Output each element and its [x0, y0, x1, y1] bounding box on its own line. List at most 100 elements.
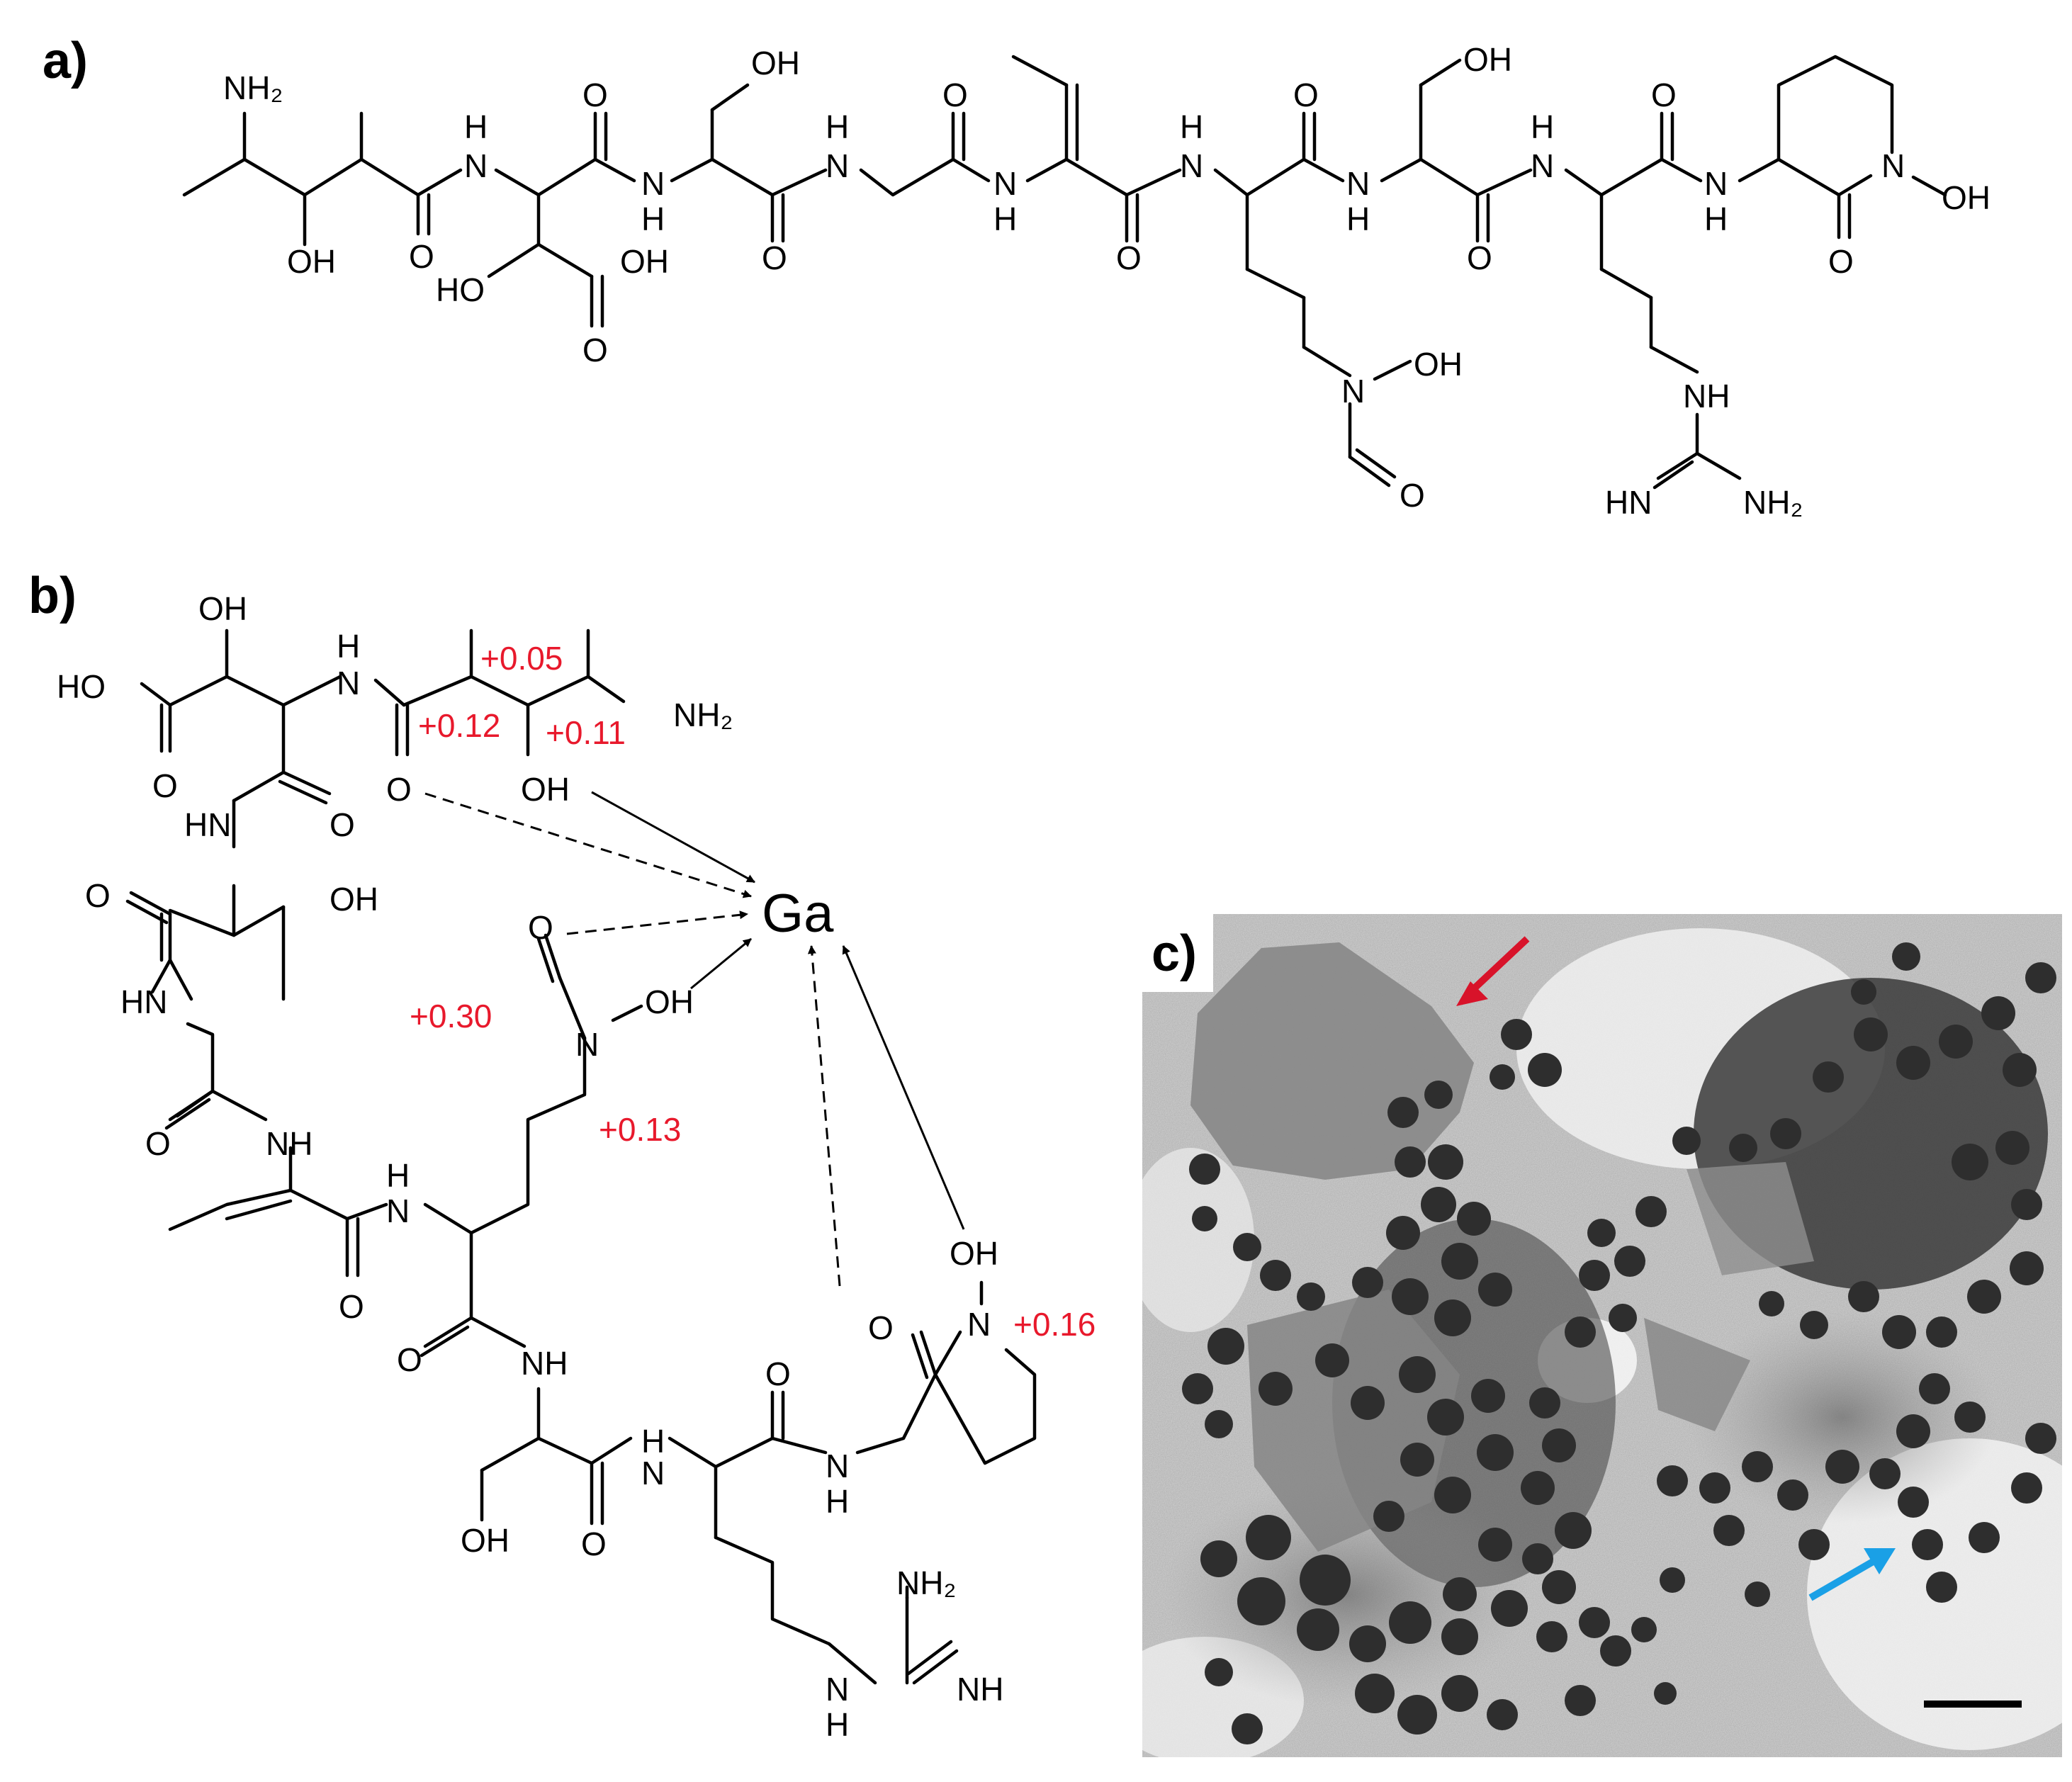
- panel-a-atom-labels: NH₂ OH O H N O HO OH O N H OH O H N O N …: [223, 41, 1991, 521]
- atom-label: NH: [266, 1125, 313, 1162]
- atom-label: NH₂: [1743, 484, 1803, 521]
- scale-bar: [1924, 1701, 2022, 1708]
- atom-label: O: [762, 239, 787, 276]
- blue-arrow-head: [1864, 1548, 1896, 1574]
- atom-label: O: [397, 1341, 422, 1378]
- atom-label: NH: [1683, 378, 1730, 415]
- atom-label: OH: [198, 590, 247, 627]
- partial-charge-label: +0.11: [546, 714, 626, 751]
- atom-label: O: [528, 909, 553, 946]
- panel-b-structure: [125, 628, 1037, 1685]
- atom-label: HN: [184, 806, 231, 843]
- atom-label: H: [1346, 201, 1370, 237]
- atom-label: H: [337, 628, 360, 665]
- panel-c: c): [1142, 914, 2062, 1757]
- atom-label: H: [993, 201, 1017, 237]
- atom-label: HN: [120, 983, 167, 1020]
- nanoparticles: [1182, 942, 2056, 1744]
- atom-label: OH: [620, 243, 669, 280]
- atom-label: OH: [751, 45, 800, 81]
- atom-label: O: [1116, 239, 1142, 276]
- atom-label: N: [464, 147, 488, 184]
- atom-label: N: [575, 1026, 599, 1063]
- atom-label: O: [765, 1355, 791, 1392]
- red-arrow-head: [1456, 981, 1488, 1006]
- atom-label: N: [1531, 147, 1554, 184]
- panel-a-label: a): [43, 33, 88, 89]
- atom-label: O: [145, 1125, 171, 1162]
- atom-label: O: [85, 877, 111, 914]
- atom-label: O: [330, 806, 355, 843]
- atom-label: O: [1828, 243, 1854, 280]
- partial-charge-label: +0.05: [480, 640, 563, 677]
- atom-label: NH: [957, 1671, 1003, 1708]
- partial-charge-label: +0.13: [599, 1111, 681, 1148]
- atom-label: OH: [950, 1235, 998, 1272]
- atom-label: N: [641, 1455, 665, 1491]
- coordination-arrow-solid: [690, 937, 752, 990]
- atom-label: N: [1881, 147, 1905, 184]
- atom-label: N: [641, 165, 665, 202]
- atom-label: H: [826, 108, 849, 145]
- atom-label: OH: [330, 881, 378, 918]
- atom-label: O: [581, 1526, 607, 1562]
- panel-a: a): [43, 33, 1991, 521]
- partial-charge-label: +0.16: [1013, 1306, 1096, 1343]
- atom-label: HO: [57, 668, 106, 705]
- atom-label: O: [1651, 77, 1677, 113]
- atom-label: H: [1180, 108, 1203, 145]
- atom-label: O: [1293, 77, 1319, 113]
- gallium-label: Ga: [762, 884, 834, 944]
- red-arrow: [1468, 936, 1530, 995]
- coordination-arrow-dashed: [566, 910, 748, 935]
- atom-label: N: [1704, 165, 1728, 202]
- atom-label: OH: [1942, 179, 1991, 216]
- atom-label: N: [1180, 147, 1203, 184]
- atom-label: H: [1704, 201, 1728, 237]
- atom-label: H: [826, 1706, 849, 1743]
- atom-label: N: [826, 1448, 849, 1484]
- atom-label: H: [386, 1157, 410, 1194]
- partial-charges: +0.05 +0.12 +0.11 +0.30 +0.13 +0.16: [410, 640, 1096, 1343]
- partial-charge-label: +0.12: [418, 707, 500, 744]
- atom-label: O: [1467, 239, 1492, 276]
- atom-label: H: [641, 201, 665, 237]
- coordination-arrow-solid: [842, 945, 965, 1230]
- atom-label: O: [152, 767, 178, 804]
- tem-micrograph: [1142, 914, 2062, 1757]
- atom-label: NH₂: [223, 69, 283, 106]
- panel-b-atom-labels: OH HO O H N NH₂ O OH HN O O OH HN O OH N…: [57, 590, 1003, 1743]
- coordination-arrow-solid: [591, 791, 755, 884]
- atom-label: O: [582, 77, 608, 113]
- atom-label: OH: [287, 243, 336, 280]
- atom-label: NH₂: [896, 1564, 956, 1601]
- panel-c-label: c): [1152, 925, 1197, 982]
- atom-label: OH: [1414, 346, 1463, 383]
- atom-label: N: [1341, 373, 1365, 410]
- atom-label: N: [993, 165, 1017, 202]
- atom-label: O: [409, 238, 434, 275]
- atom-label: NH₂: [673, 697, 733, 733]
- partial-charge-label: +0.30: [410, 998, 492, 1034]
- atom-label: N: [967, 1306, 991, 1343]
- atom-label: N: [386, 1192, 410, 1229]
- atom-label: H: [826, 1483, 849, 1520]
- atom-label: NH: [521, 1345, 568, 1382]
- atom-label: OH: [521, 771, 570, 808]
- atom-label: N: [826, 147, 849, 184]
- atom-label: H: [1531, 108, 1554, 145]
- atom-label: OH: [1463, 41, 1512, 78]
- atom-label: H: [641, 1423, 665, 1460]
- coordination-arrows: [424, 791, 965, 1287]
- atom-label: O: [942, 77, 968, 113]
- panel-b: b): [28, 568, 1096, 1743]
- atom-label: N: [826, 1671, 849, 1708]
- atom-label: O: [339, 1288, 364, 1325]
- panel-b-label: b): [28, 568, 77, 624]
- atom-label: HO: [436, 271, 485, 308]
- atom-label: HN: [1605, 484, 1652, 521]
- atom-label: OH: [645, 983, 694, 1020]
- atom-label: O: [386, 771, 412, 808]
- atom-label: H: [464, 108, 488, 145]
- atom-label: O: [582, 332, 608, 368]
